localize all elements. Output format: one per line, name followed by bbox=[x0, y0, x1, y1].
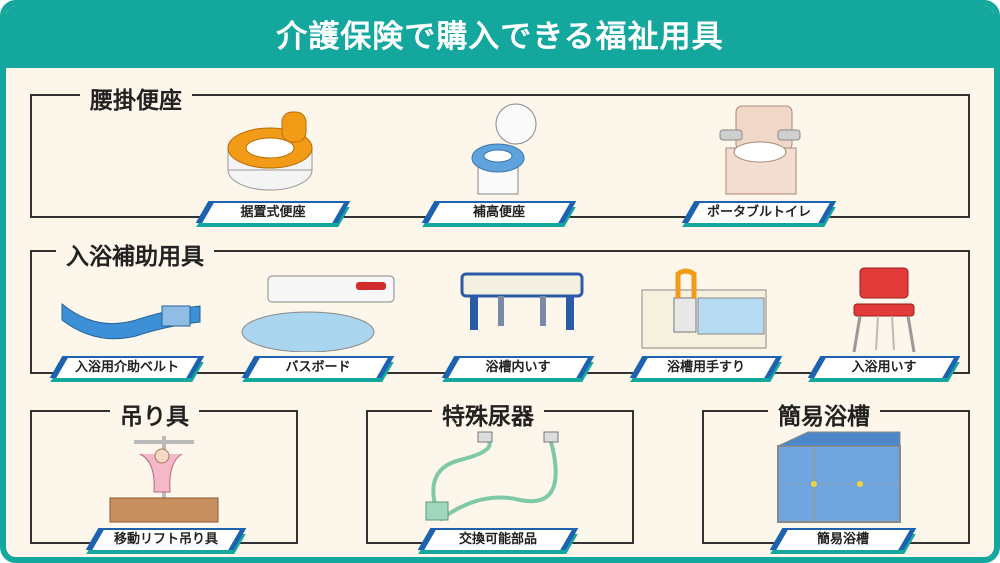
label-bath-chair: 入浴用いす bbox=[807, 356, 961, 382]
label-bath-rail: 浴槽用手すり bbox=[629, 356, 783, 382]
section-title-urinal: 特殊尿器 bbox=[432, 402, 544, 432]
bath-board-illustration bbox=[241, 275, 395, 352]
label-simple-tub: 簡易浴槽 bbox=[769, 528, 917, 554]
label-bath-belt: 入浴用介助ベルト bbox=[49, 356, 205, 382]
section-title-toilet-seat: 腰掛便座 bbox=[80, 86, 192, 116]
label-fixed-toilet-seat: 据置式便座 bbox=[195, 201, 351, 227]
label-urinal-parts: 交換可能部品 bbox=[417, 528, 579, 554]
bath-rail-illustration bbox=[641, 268, 767, 349]
label-bath-stool: 浴槽内いす bbox=[441, 356, 595, 382]
simple-tub-illustration bbox=[777, 431, 901, 523]
bath-chair-illustration bbox=[852, 267, 916, 353]
page-title: 介護保険で購入できる福祉用具 bbox=[6, 6, 994, 68]
lift-sling-illustration bbox=[109, 436, 219, 523]
section-title-bathing-aids: 入浴補助用具 bbox=[56, 242, 214, 272]
section-title-lift-sling: 吊り具 bbox=[110, 402, 199, 432]
fixed-toilet-seat-illustration bbox=[227, 111, 313, 191]
label-portable-toilet: ポータブルトイレ bbox=[681, 201, 837, 227]
label-raised-toilet-seat: 補高便座 bbox=[421, 201, 577, 227]
raised-toilet-seat-illustration bbox=[471, 103, 537, 195]
section-title-simple-tub: 簡易浴槽 bbox=[768, 402, 880, 432]
bath-stool-illustration bbox=[460, 272, 584, 330]
urinal-parts-illustration bbox=[425, 431, 559, 522]
bath-belt-illustration bbox=[61, 302, 201, 340]
label-bath-board: バスボード bbox=[241, 356, 395, 382]
portable-toilet-illustration bbox=[719, 105, 801, 195]
label-lift-sling: 移動リフト吊り具 bbox=[85, 528, 247, 554]
